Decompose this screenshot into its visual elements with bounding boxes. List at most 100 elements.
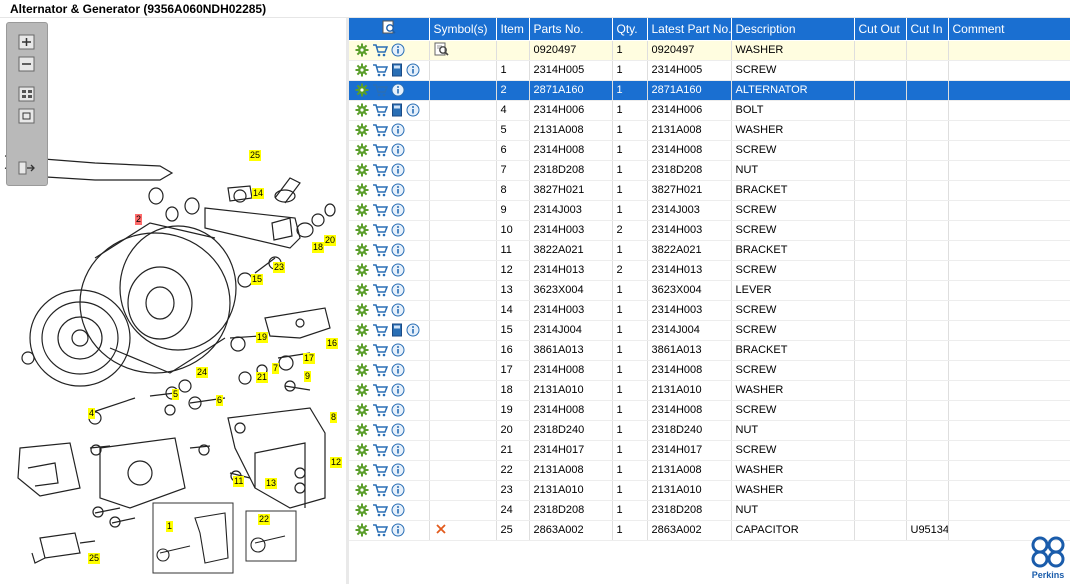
- cart-icon[interactable]: [372, 103, 388, 117]
- gear-icon[interactable]: [355, 263, 369, 277]
- info-icon[interactable]: [406, 323, 420, 337]
- info-icon[interactable]: [391, 463, 405, 477]
- info-icon[interactable]: [406, 63, 420, 77]
- info-icon[interactable]: [391, 383, 405, 397]
- search-document-icon[interactable]: [382, 20, 396, 34]
- cart-icon[interactable]: [372, 183, 388, 197]
- gear-icon[interactable]: [355, 443, 369, 457]
- gear-icon[interactable]: [355, 183, 369, 197]
- cart-icon[interactable]: [372, 523, 388, 537]
- gear-icon[interactable]: [355, 83, 369, 97]
- cart-icon[interactable]: [372, 223, 388, 237]
- info-icon[interactable]: [391, 283, 405, 297]
- gear-icon[interactable]: [355, 43, 369, 57]
- book-icon[interactable]: [391, 63, 403, 77]
- callout-17[interactable]: 17: [303, 353, 316, 364]
- gear-icon[interactable]: [355, 363, 369, 377]
- callout-21[interactable]: 22: [258, 514, 271, 525]
- cart-icon[interactable]: [372, 123, 388, 137]
- callout-8[interactable]: 8: [330, 412, 338, 423]
- info-icon[interactable]: [391, 83, 405, 97]
- book-icon[interactable]: [391, 103, 403, 117]
- cart-icon[interactable]: [372, 143, 388, 157]
- gear-icon[interactable]: [355, 303, 369, 317]
- header-description[interactable]: Description: [731, 18, 855, 41]
- gear-icon[interactable]: [355, 243, 369, 257]
- cart-icon[interactable]: [372, 303, 388, 317]
- info-icon[interactable]: [391, 443, 405, 457]
- callout-4[interactable]: 4: [88, 408, 96, 419]
- zoom-out-button[interactable]: [16, 55, 38, 73]
- header-item[interactable]: Item: [496, 18, 530, 41]
- info-icon[interactable]: [391, 203, 405, 217]
- callout-11[interactable]: 12: [330, 457, 343, 468]
- callout-2[interactable]: 2: [135, 214, 143, 225]
- gear-icon[interactable]: [355, 123, 369, 137]
- info-icon[interactable]: [391, 303, 405, 317]
- header-symbols[interactable]: Symbol(s): [429, 18, 497, 41]
- callout-14b[interactable]: 14: [252, 188, 265, 199]
- info-icon[interactable]: [391, 483, 405, 497]
- gear-icon[interactable]: [355, 523, 369, 537]
- gear-icon[interactable]: [355, 283, 369, 297]
- book-icon[interactable]: [391, 323, 403, 337]
- callout-24[interactable]: 24: [196, 367, 209, 378]
- cart-icon[interactable]: [372, 263, 388, 277]
- cart-icon[interactable]: [372, 343, 388, 357]
- gear-icon[interactable]: [355, 483, 369, 497]
- info-icon[interactable]: [391, 243, 405, 257]
- gear-icon[interactable]: [355, 383, 369, 397]
- callout-19[interactable]: 19: [256, 332, 269, 343]
- gear-icon[interactable]: [355, 163, 369, 177]
- gear-icon[interactable]: [355, 503, 369, 517]
- callout-6[interactable]: 6: [216, 395, 224, 406]
- callout-25[interactable]: 25: [88, 553, 101, 564]
- header-actions[interactable]: [349, 18, 430, 41]
- gear-icon[interactable]: [355, 143, 369, 157]
- callout-1[interactable]: 1: [166, 521, 174, 532]
- cart-icon[interactable]: [372, 243, 388, 257]
- gear-icon[interactable]: [355, 63, 369, 77]
- cart-icon[interactable]: [372, 503, 388, 517]
- callout-9[interactable]: 9: [304, 371, 312, 382]
- header-cut-in[interactable]: Cut In: [906, 18, 949, 41]
- info-icon[interactable]: [391, 163, 405, 177]
- header-cut-out[interactable]: Cut Out: [854, 18, 907, 41]
- info-icon[interactable]: [391, 143, 405, 157]
- info-icon[interactable]: [391, 403, 405, 417]
- callout-15[interactable]: 15: [251, 274, 264, 285]
- cart-icon[interactable]: [372, 463, 388, 477]
- callout-14[interactable]: 25: [249, 150, 262, 161]
- gear-icon[interactable]: [355, 343, 369, 357]
- info-icon[interactable]: [391, 523, 405, 537]
- gear-icon[interactable]: [355, 223, 369, 237]
- callout-10[interactable]: 11: [233, 476, 245, 487]
- info-icon[interactable]: [391, 263, 405, 277]
- info-icon[interactable]: [391, 343, 405, 357]
- callout-16[interactable]: 16: [326, 338, 339, 349]
- gear-icon[interactable]: [355, 203, 369, 217]
- info-icon[interactable]: [391, 43, 405, 57]
- cart-icon[interactable]: [372, 443, 388, 457]
- exploded-diagram-panel[interactable]: 25 14 2 20 18 23 15 19 16 17 7 21 9 24 5…: [0, 18, 346, 584]
- callout-7[interactable]: 7: [272, 363, 280, 374]
- cross-icon[interactable]: [434, 522, 450, 536]
